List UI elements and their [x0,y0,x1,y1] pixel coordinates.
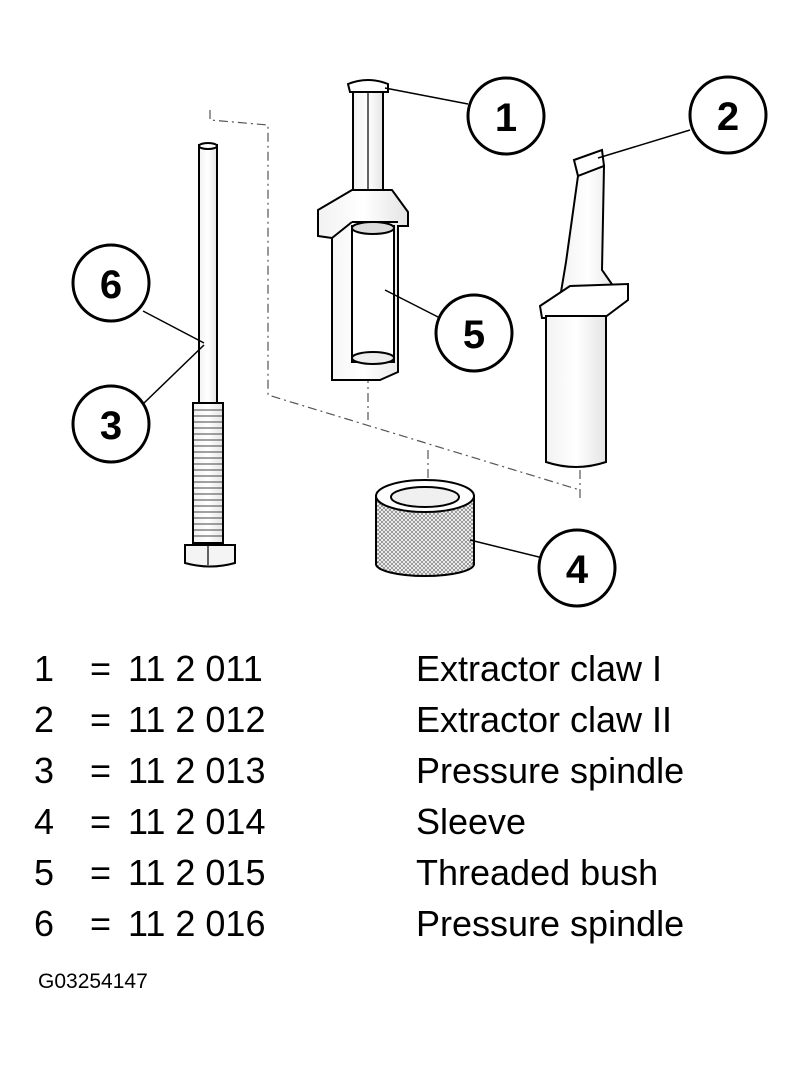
callout-4-label: 4 [566,548,589,592]
legend-equals: = [90,750,112,791]
extractor-claw-2-part [538,148,629,468]
legend-part-number: 11 2 015 [128,852,266,893]
assembly-axis-lines [209,110,581,500]
legend-equals: = [90,903,112,944]
legend-description: Pressure spindle [416,903,685,944]
legend-item-number: 2 [34,699,55,740]
legend-equals: = [90,648,112,689]
legend-item-number: 1 [34,648,55,689]
legend-description: Extractor claw I [416,648,663,689]
callout-6: 6 [71,243,151,323]
legend-item-number: 4 [34,801,55,842]
legend-row: 5 = 11 2 015 Threaded bush [32,847,792,898]
legend-item-number: 5 [34,852,55,893]
legend-part-number: 11 2 011 [128,648,263,689]
legend-item-number: 6 [34,903,55,944]
legend-part-number: 11 2 014 [128,801,266,842]
legend-description: Sleeve [416,801,527,842]
legend-description: Threaded bush [416,852,659,893]
callout-2: 2 [688,75,768,155]
legend-item-number: 3 [34,750,55,791]
legend-row: 3 = 11 2 013 Pressure spindle [32,745,792,796]
legend-part-number: 11 2 012 [128,699,266,740]
callout-6-label: 6 [100,263,122,307]
legend-row: 4 = 11 2 014 Sleeve [32,796,792,847]
callout-3-label: 3 [100,404,122,448]
leader-lines [142,87,691,559]
figure-id: G03254147 [38,970,148,993]
legend-equals: = [90,852,112,893]
callout-5-label: 5 [463,313,485,357]
threaded-bush-part [351,221,395,365]
pressure-spindle-part [184,142,236,568]
sleeve-part [375,479,475,577]
callout-3: 3 [71,384,151,464]
callout-2-label: 2 [717,95,739,139]
legend-equals: = [90,699,112,740]
legend-part-number: 11 2 013 [128,750,266,791]
legend-part-number: 11 2 016 [128,903,266,944]
legend-row: 1 = 11 2 011 Extractor claw I [32,643,792,694]
callout-1-label: 1 [495,96,517,140]
legend-row: 6 = 11 2 016 Pressure spindle [32,898,792,949]
callout-1: 1 [466,76,546,156]
legend-row: 2 = 11 2 012 Extractor claw II [32,694,792,745]
callout-5: 5 [434,293,514,373]
legend-description: Pressure spindle [416,750,685,791]
callout-4: 4 [537,528,617,608]
legend-description: Extractor claw II [416,699,673,740]
parts-legend: 1 = 11 2 011 Extractor claw I 2 = 11 2 0… [32,643,792,949]
legend-equals: = [90,801,112,842]
exploded-tool-diagram: 1 2 3 4 5 6 [71,75,768,608]
